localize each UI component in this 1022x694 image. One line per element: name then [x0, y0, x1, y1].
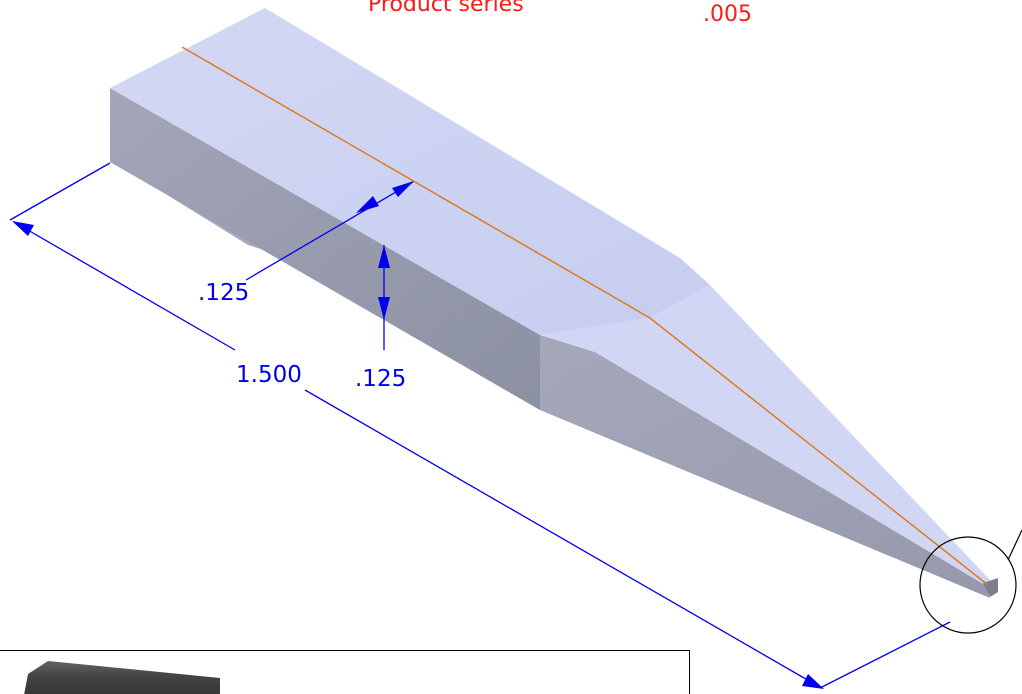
width-arrow-bottom — [356, 196, 379, 213]
detail-circle — [919, 536, 1017, 634]
body-top-face — [110, 8, 710, 335]
height-arrow-top — [378, 245, 390, 268]
width-arrow-top — [392, 181, 414, 197]
body-taper-side-face — [540, 335, 990, 598]
height-dimension-label: .125 — [355, 366, 407, 392]
tip-dimension-label: .005 — [703, 2, 752, 27]
probe-photo — [20, 661, 220, 694]
probe-tip — [983, 578, 998, 597]
length-arrow-right — [802, 674, 824, 689]
center-edge-line — [181, 46, 989, 586]
length-dimension — [9, 162, 951, 689]
body-top-taper-face — [540, 285, 990, 585]
inset-photo-panel — [0, 650, 690, 694]
length-arrow-left — [12, 221, 34, 236]
detail-leader-line — [1007, 529, 1022, 561]
body-side-face — [110, 88, 540, 410]
height-arrow-bottom — [378, 297, 390, 320]
length-dimension-label: 1.500 — [236, 362, 302, 388]
width-dimension-label: .125 — [198, 280, 250, 306]
product-series-label: Product series — [368, 0, 524, 17]
width-dimension — [245, 181, 414, 281]
